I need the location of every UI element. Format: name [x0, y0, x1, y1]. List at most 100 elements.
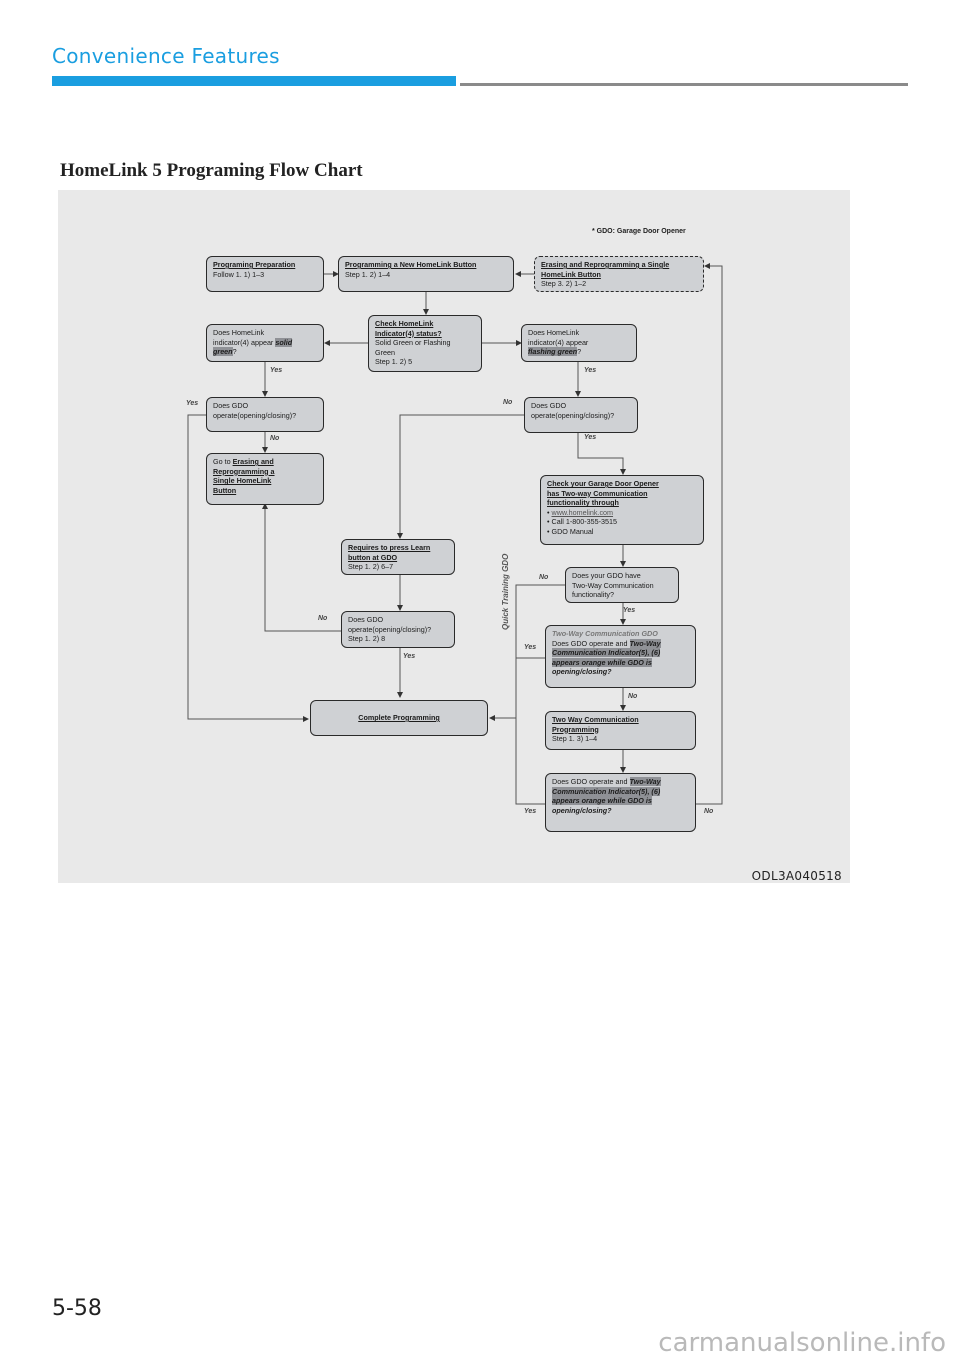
box-title: Check HomeLink	[375, 319, 434, 328]
box-title: Complete Programming	[358, 713, 440, 722]
highlight-text: Two-Way	[629, 638, 661, 648]
label-yes: Yes	[403, 653, 416, 660]
box-gdo-operate-middle: Does GDO operate(opening/closing)? Step …	[341, 611, 455, 648]
label-yes: Yes	[186, 400, 199, 407]
box-text: indicator(4) appear	[528, 337, 589, 347]
footnote: * GDO: Garage Door Opener	[592, 228, 686, 235]
box-text: Does GDO	[348, 615, 384, 624]
box-text: Step 3. 2) 1–2	[541, 279, 587, 289]
highlight-text: appears orange while GDO is	[552, 657, 652, 667]
arrow-twowayq-no	[515, 584, 565, 805]
box-gdo-operate-right: Does GDO operate(opening/closing)?	[524, 397, 638, 433]
label-no: No	[704, 808, 714, 815]
highlight-text: solid	[275, 337, 293, 347]
label-yes: Yes	[524, 808, 537, 815]
arrow-twowaygdo-yes	[489, 657, 545, 721]
box-text: functionality?	[572, 590, 614, 600]
watermark: carmanualsonline.info	[658, 1328, 946, 1358]
label-yes: Yes	[270, 367, 283, 374]
figure-title: HomeLink 5 Programing Flow Chart	[60, 160, 363, 181]
highlight-text: Communication Indicator(5), (6)	[552, 786, 661, 796]
arrow-gdoright-yes	[577, 433, 626, 475]
box-title: button at GDO	[348, 552, 398, 562]
box-solid-green-question: Does HomeLink indicator(4) appear solid …	[206, 324, 324, 362]
box-link-title: Reprogramming a	[213, 466, 275, 476]
box-text: Step 1. 2) 5	[375, 357, 413, 367]
box-title: Requires to press Learn	[348, 543, 431, 552]
box-text: Does GDO operate and	[552, 638, 630, 648]
flow-chart-connectors	[187, 263, 723, 805]
box-text: operate(opening/closing)?	[531, 410, 615, 420]
highlight-text: flashing green	[528, 347, 578, 357]
box-text: Does GDO	[531, 401, 567, 410]
box-link-title: Erasing and	[232, 457, 274, 466]
header-accent-bar	[52, 76, 456, 86]
box-gdo-operate-left: Does GDO operate(opening/closing)?	[206, 397, 324, 432]
box-title: functionality through	[547, 498, 619, 508]
box-text: ?	[232, 347, 237, 357]
label-no: No	[628, 693, 638, 700]
box-flashing-green-question: Does HomeLink indicator(4) appear flashi…	[521, 324, 637, 362]
page-number: 5-58	[52, 1296, 102, 1321]
arrow-final-no	[696, 263, 723, 805]
box-text: opening/closing?	[552, 805, 612, 815]
label-yes: Yes	[524, 644, 537, 651]
box-text: • GDO Manual	[547, 526, 594, 536]
box-text: Does GDO operate and	[552, 777, 630, 786]
label-no: No	[539, 574, 549, 581]
box-text: Does HomeLink	[213, 328, 265, 337]
arrow-gdomid-no	[262, 503, 341, 632]
box-text: ?	[577, 347, 582, 357]
box-text: operate(opening/closing)?	[348, 624, 432, 634]
box-text: indicator(4) appear	[213, 337, 276, 347]
box-text: opening/closing?	[552, 667, 612, 677]
box-two-way-programming: Two Way Communication Programming Step 1…	[545, 711, 696, 750]
box-requires-learn-button: Requires to press Learn button at GDO St…	[341, 539, 455, 575]
figure-code: ODL3A040518	[751, 869, 842, 883]
label-no: No	[318, 615, 328, 622]
flow-chart-figure: * GDO: Garage Door Opener Programing Pre…	[58, 190, 850, 883]
box-title: has Two-way Communication	[547, 488, 648, 498]
box-text: Green	[375, 347, 395, 357]
box-programming-new-button: Programming a New HomeLink Button Step 1…	[338, 256, 514, 292]
header-divider	[460, 83, 908, 86]
box-link-title: Single HomeLink	[213, 476, 272, 486]
box-programing-preparation: Programing Preparation Follow 1. 1) 1–3	[206, 256, 324, 292]
box-text: Step 1. 2) 1–4	[345, 269, 391, 279]
box-text: • Call 1-800-355-3515	[547, 517, 618, 527]
box-final-gdo-check: Does GDO operate and Two-Way Communicati…	[545, 773, 696, 832]
label-no: No	[503, 399, 513, 406]
box-two-way-functionality-question: Does your GDO have Two-Way Communication…	[565, 567, 679, 603]
box-two-way-communication-gdo: Two-Way Communication GDO Does GDO opera…	[545, 625, 696, 688]
label-yes: Yes	[623, 607, 636, 614]
arrow-gdoright-no	[397, 414, 524, 539]
box-title: Programming	[552, 724, 599, 734]
box-text: Step 1. 2) 8	[348, 634, 386, 644]
box-erasing-reprogramming: Erasing and Reprogramming a Single HomeL…	[534, 256, 704, 292]
arrow-gdoleft-yes	[187, 414, 309, 722]
box-title: Erasing and Reprogramming a Single	[541, 260, 670, 269]
highlight-text: Two-Way	[629, 777, 661, 786]
section-title: Convenience Features	[52, 44, 280, 68]
label-no: No	[270, 435, 280, 442]
box-text: Two-Way Communication	[572, 580, 654, 590]
quick-training-label: Quick Training GDO	[501, 553, 510, 630]
box-check-garage-door-opener: Check your Garage Door Opener has Two-wa…	[540, 475, 704, 545]
homelink-website-link: www.homelink.com	[551, 507, 614, 517]
label-yes: Yes	[584, 367, 597, 374]
box-title: Programing Preparation	[213, 260, 296, 269]
box-title: Programming a New HomeLink Button	[345, 260, 477, 269]
box-link-title: Button	[213, 485, 237, 495]
box-title: Two Way Communication	[552, 715, 639, 724]
box-text: Does your GDO have	[572, 571, 641, 580]
box-text: Follow 1. 1) 1–3	[213, 269, 265, 279]
box-title: Indicator(4) status?	[375, 328, 442, 338]
box-text: Solid Green or Flashing	[375, 338, 451, 348]
box-check-indicator-status: Check HomeLink Indicator(4) status? Soli…	[368, 315, 482, 372]
bullet: •	[547, 507, 552, 517]
highlight-text: appears orange while GDO is	[552, 796, 652, 806]
box-title: Check your Garage Door Opener	[547, 479, 659, 488]
box-text: Step 1. 2) 6–7	[348, 562, 394, 572]
box-go-to-erasing: Go to Erasing and Reprogramming a Single…	[206, 453, 324, 505]
highlight-text: Communication Indicator(5), (6)	[552, 648, 661, 658]
